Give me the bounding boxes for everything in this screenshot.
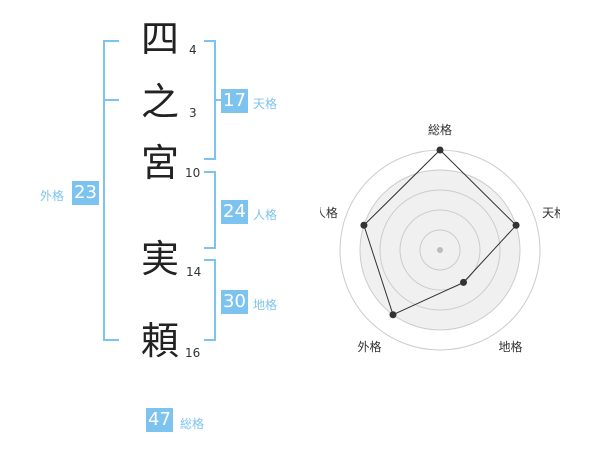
gaikaku-value: 23 [72,181,99,205]
radar-ring-4 [359,169,521,331]
soukaku-label: 総格 [180,417,205,431]
name-char-4: 実 [140,237,179,281]
jinkaku-label: 人格 [253,208,278,222]
radar-center-dot [437,247,443,253]
name-char-3: 宮 [140,141,179,185]
name-char-5: 頼 [140,319,179,363]
radar-point-5 [360,221,368,229]
radar-series-line [363,149,517,316]
name-char-1: 四 [140,17,179,61]
stroke-count-4: 14 [186,265,202,279]
gaikaku-label: 外格 [40,189,65,203]
jinkaku-bracket [204,171,216,249]
radar-axis-label-1: 総格 [428,122,452,137]
radar-chart: 総格天格地格 外格 人格 [320,122,560,354]
radar-axis-label-4: 外格 [357,339,381,354]
tenkaku-bracket-stem [216,99,222,101]
gaikaku-bracket-tick [103,99,119,101]
chikaku-bracket [204,259,216,341]
radar-axis-label-3: 地格 [499,339,523,354]
radar-point-1 [436,146,444,154]
radar-ring-2 [399,209,481,291]
chikaku-label: 地格 [253,298,278,312]
tenkaku-bracket [204,40,216,160]
radar-axis-label-5: 人格 [320,205,338,220]
soukaku-value: 47 [146,408,173,432]
stroke-count-2: 3 [189,106,197,120]
stroke-count-3: 10 [185,166,201,180]
radar-point-4 [389,311,397,319]
radar-ring-1 [419,229,461,271]
tenkaku-label: 天格 [253,97,278,111]
chikaku-value: 30 [221,290,248,314]
stroke-count-1: 4 [189,43,197,57]
radar-ring-3 [379,189,501,311]
stroke-count-5: 16 [185,346,201,360]
gaikaku-bracket [103,40,119,341]
radar-point-3 [460,278,468,286]
radar-point-2 [512,221,520,229]
name-char-2: 之 [140,80,179,124]
jinkaku-value: 24 [221,200,248,224]
tenkaku-value: 17 [221,89,248,113]
radar-axis-label-2: 天格 [542,205,560,220]
